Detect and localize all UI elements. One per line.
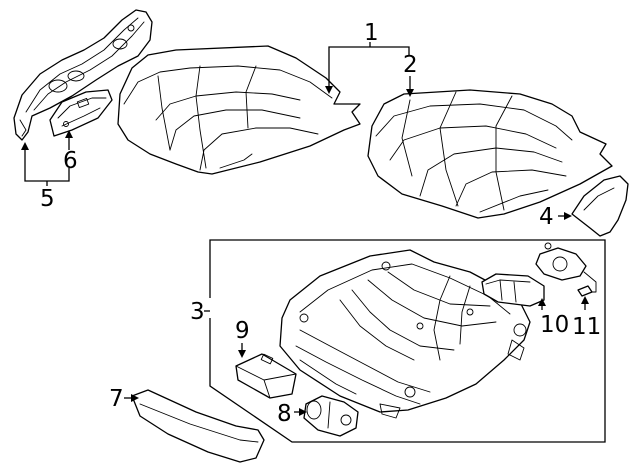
- callout-11: 11: [572, 314, 601, 340]
- callout-10: 10: [540, 312, 569, 338]
- callout-labels: 1 2 3 4 5 6 7 8 9 10 11: [40, 20, 601, 427]
- callout-7: 7: [109, 386, 124, 412]
- callout-5: 5: [40, 186, 55, 212]
- callout-6: 6: [63, 148, 78, 174]
- callout-9: 9: [235, 318, 250, 344]
- seat-motor-part: [303, 395, 359, 437]
- connector-part: [481, 273, 545, 307]
- seat-frame-box: [209, 239, 606, 443]
- callout-2: 2: [403, 52, 418, 78]
- callout-1: 1: [364, 20, 379, 46]
- side-trim-part: [571, 175, 629, 237]
- side-shield-part: [13, 9, 153, 141]
- callout-leaders: [21, 42, 589, 416]
- seat-switch-part: [49, 89, 113, 137]
- cushion-pad-part: [367, 89, 613, 219]
- seat-frame-part: [279, 249, 531, 419]
- seat-cushion-assembly-part: [117, 45, 361, 175]
- sensor-part: [535, 242, 597, 297]
- control-module-part: [235, 353, 297, 399]
- seat-trim-panel-part: [131, 389, 265, 463]
- callout-4: 4: [539, 204, 554, 230]
- callout-3: 3: [190, 299, 205, 325]
- callout-8: 8: [277, 401, 292, 427]
